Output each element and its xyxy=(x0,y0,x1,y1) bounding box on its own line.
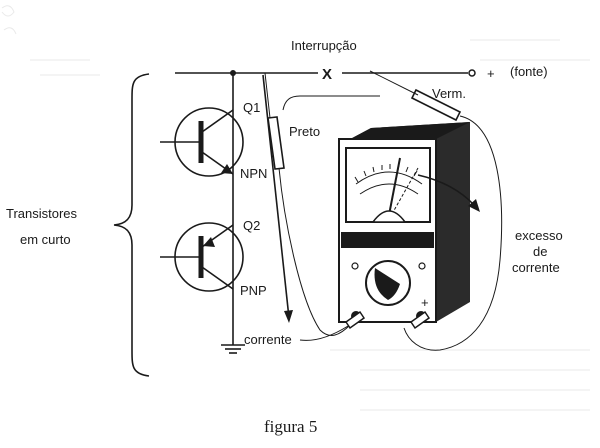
excess-arrow xyxy=(417,174,475,206)
background-bleed xyxy=(1,5,590,411)
ground-icon xyxy=(221,344,245,354)
brace xyxy=(113,73,150,377)
excess-label-1: excesso xyxy=(515,228,563,243)
multimeter: + xyxy=(338,122,470,330)
transistor-q1-npn xyxy=(160,107,244,177)
meter-black-lead xyxy=(299,325,349,341)
excess-label-3: corrente xyxy=(512,260,560,275)
meter-plus-label: + xyxy=(421,295,429,310)
meter-dial xyxy=(345,147,431,223)
pnp-label: PNP xyxy=(240,283,267,298)
q2-label: Q2 xyxy=(243,218,260,233)
excess-label-2: de xyxy=(533,244,547,259)
red-probe-label: Verm. xyxy=(432,86,466,101)
return-wire xyxy=(282,95,380,111)
break-mark: X xyxy=(322,66,332,83)
meter-needle xyxy=(388,157,401,216)
figure-caption: figura 5 xyxy=(264,417,317,436)
shorted-transistors-label-2: em curto xyxy=(20,232,71,247)
interruption-label: Interrupção xyxy=(291,38,357,53)
excess-arrowhead xyxy=(468,199,480,212)
q1-label: Q1 xyxy=(243,100,260,115)
current-arrow xyxy=(262,74,290,319)
npn-label: NPN xyxy=(240,166,267,181)
source-terminal xyxy=(468,69,476,77)
current-arrowhead xyxy=(284,310,293,323)
source-plus-label: + xyxy=(487,66,495,81)
shorted-transistors-label-1: Transistores xyxy=(6,206,78,221)
source-label: (fonte) xyxy=(510,64,548,79)
transistor-q2-pnp xyxy=(160,222,244,292)
black-probe-label: Preto xyxy=(289,124,320,139)
black-probe xyxy=(264,72,351,336)
red-probe xyxy=(369,70,503,351)
current-label: corrente xyxy=(244,332,292,347)
